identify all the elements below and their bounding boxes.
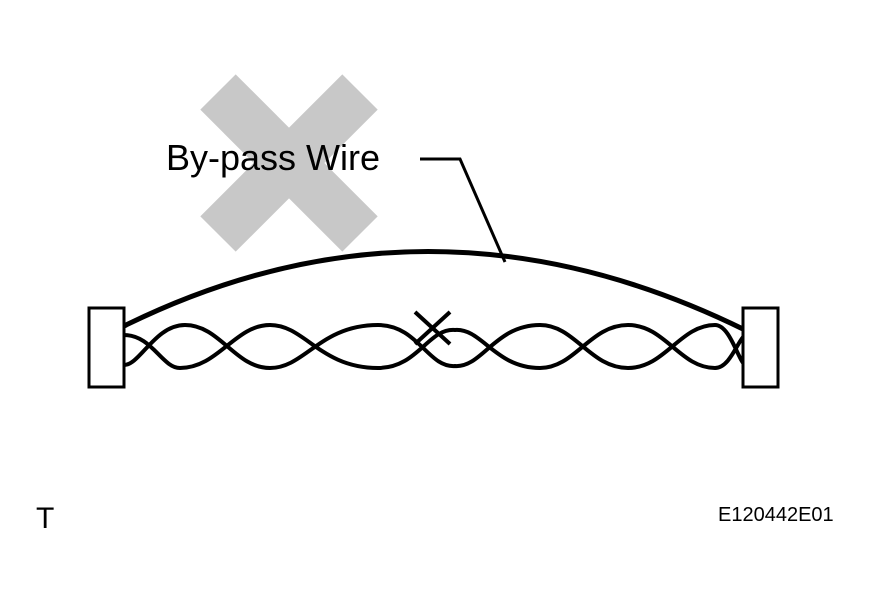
twisted-wire-b bbox=[123, 322, 747, 371]
break-point-x-icon bbox=[413, 310, 452, 346]
prohibited-x-icon bbox=[200, 74, 378, 252]
section-mark: T bbox=[36, 502, 54, 535]
left-connector bbox=[87, 306, 126, 389]
figure-id: E120442E01 bbox=[718, 504, 834, 526]
by-pass-wire-label: By-pass Wire bbox=[166, 137, 380, 178]
by-pass-wire bbox=[121, 249, 748, 333]
right-connector bbox=[741, 306, 780, 389]
twisted-pair bbox=[123, 322, 747, 371]
leader-line bbox=[420, 157, 507, 263]
